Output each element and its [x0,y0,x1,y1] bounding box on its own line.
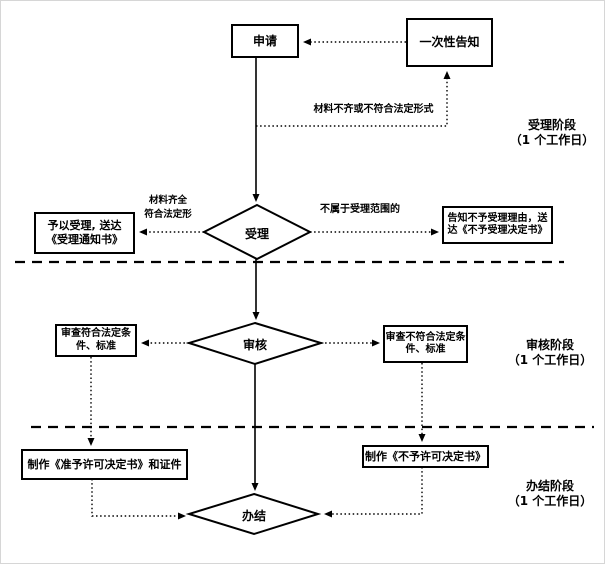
make-denial-node: 制作《不予许可决定书》 [362,445,489,468]
stage-completion-line1: 办结阶段 [525,479,574,493]
reject-line1: 告知不予受理理由，送 [447,212,548,224]
review-pass-line2: 件、标准 [76,340,116,352]
review-diamond [185,321,325,366]
review-fail-line2: 件、标准 [405,344,446,355]
stage-review-line1: 审核阶段 [525,338,574,352]
complete-diamond [185,492,322,536]
review-pass-node: 审查符合法定条 件、标准 [55,324,137,357]
apply-node: 申请 [231,24,299,58]
accept-label: 受理 [244,227,269,241]
grant-acceptance-node: 予以受理, 送达 《受理通知书》 [34,212,135,254]
review-fail-line1: 审查不符合法定条 [385,331,466,343]
make-permit-node: 制作《准予许可决定书》和证件 [21,449,188,480]
materials-ok-line2: 符合法定形 [144,209,192,220]
edge-incomplete-to-notice [256,71,451,127]
edge-label-materials-ok: 材料齐全 符合法定形 [128,194,208,222]
complete-label: 办结 [241,509,266,523]
one-time-notice-label: 一次性告知 [419,35,480,49]
stage-review-line2: （1 个工作日） [507,353,593,367]
review-fail-node: 审查不符合法定条 件、标准 [383,325,468,363]
accept-diamond [201,203,313,261]
materials-ok-line1: 材料齐全 [148,195,187,206]
stage-completion-line2: （1 个工作日） [507,494,593,508]
stage-label-review: 审核阶段 （1 个工作日） [495,338,604,368]
stage-label-completion: 办结阶段 （1 个工作日） [495,479,604,509]
make-permit-label: 制作《准予许可决定书》和证件 [27,457,182,471]
edge-label-incomplete-materials: 材料不齐或不符合法定形式 [313,104,434,115]
stage-label-acceptance: 受理阶段 （1 个工作日） [497,118,604,148]
grant-line2: 《受理通知书》 [46,233,123,246]
stage-acceptance-line2: （1 个工作日） [509,133,595,147]
one-time-notice-node: 一次性告知 [406,18,493,67]
edge-label-out-of-scope: 不属于受理范围的 [320,204,400,215]
review-label: 审核 [242,338,267,352]
edge-permit-to-complete [91,479,186,520]
grant-line1: 予以受理, 送达 [47,219,122,233]
review-pass-line1: 审查符合法定条 [61,328,131,339]
reject-acceptance-node: 告知不予受理理由，送 达《不予受理决定书》 [442,206,553,244]
stage-acceptance-line1: 受理阶段 [527,118,576,132]
make-denial-label: 制作《不予许可决定书》 [365,449,486,463]
edge-denial-to-complete [324,467,423,518]
apply-label: 申请 [252,33,277,48]
reject-line2: 达《不予受理决定书》 [447,225,548,236]
